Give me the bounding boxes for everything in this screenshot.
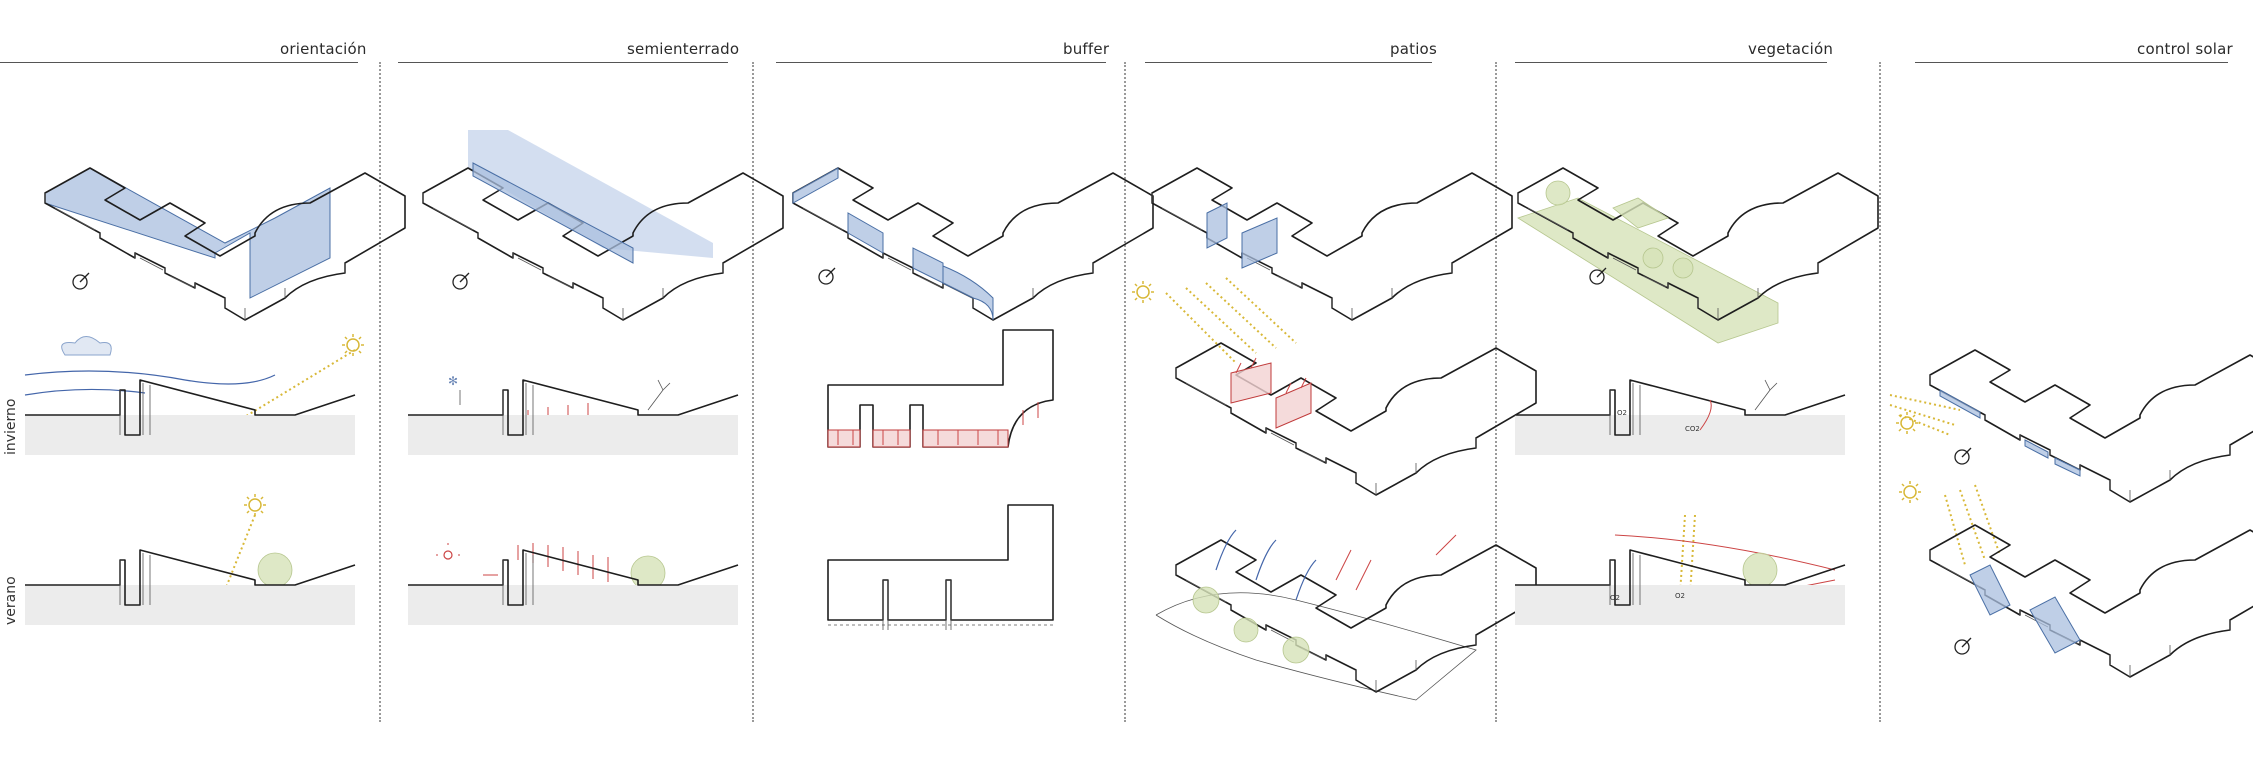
vegetacion-summer-section: O2 O2: [1514, 514, 1846, 626]
vegetacion-axo: [1517, 167, 1879, 344]
patios-summer-axo: [1155, 529, 1537, 701]
compass-icon: [818, 267, 836, 285]
control-solar-summer-axo: [1929, 484, 2253, 678]
sun-icon: [1898, 480, 1922, 504]
panel-title-patios: patios: [1390, 40, 1437, 58]
compass-icon: [1589, 267, 1607, 285]
patios-winter-axo: [1165, 277, 1537, 496]
panel-divider: [1124, 62, 1126, 722]
panel-divider: [1879, 62, 1881, 722]
svg-text:O2: O2: [1617, 409, 1627, 417]
sun-icon: [1895, 411, 1919, 435]
orientacion-summer-section: [24, 514, 356, 626]
panel-divider: [1495, 62, 1497, 722]
panel-divider: [379, 62, 381, 722]
semienterrado-axo: [422, 130, 784, 321]
orientacion-winter-section: [24, 336, 356, 456]
compass-icon: [1954, 637, 1972, 655]
control-solar-winter-axo: [1889, 349, 2253, 503]
panel-title-vegetacion: vegetación: [1748, 40, 1834, 58]
orientacion-axo: [44, 167, 406, 321]
panel-divider: [752, 62, 754, 722]
compass-icon: [452, 272, 470, 290]
panel-rule: [1145, 62, 1432, 63]
panel-title-buffer: buffer: [1063, 40, 1110, 58]
patios-axo: [1151, 167, 1513, 321]
panel-title-semienterrado: semienterrado: [627, 40, 740, 58]
buffer-axo: [792, 167, 1154, 321]
semienterrado-winter-section: ✻: [407, 374, 739, 456]
panel-rule: [398, 62, 728, 63]
vegetacion-winter-section: O2 CO2: [1514, 379, 1846, 456]
svg-text:O2: O2: [1610, 594, 1620, 602]
panel-rule: [1515, 62, 1827, 63]
buffer-summer-plan: [827, 504, 1054, 630]
sun-icon: [243, 493, 267, 517]
semienterrado-summer-section: [407, 543, 739, 626]
panel-title-control-solar: control solar: [2137, 40, 2233, 58]
buffer-winter-plan: [827, 329, 1054, 448]
svg-text:CO2: CO2: [1685, 425, 1700, 433]
panel-rule: [0, 62, 358, 63]
panel-rule: [776, 62, 1106, 63]
sun-icon: [341, 333, 365, 357]
panel-rule: [1915, 62, 2228, 63]
sun-icon: [1131, 280, 1155, 304]
compass-icon: [72, 272, 90, 290]
svg-text:O2: O2: [1675, 592, 1685, 600]
svg-text:✻: ✻: [448, 374, 458, 388]
compass-icon: [1954, 447, 1972, 465]
panel-title-orientacion: orientación: [280, 40, 367, 58]
